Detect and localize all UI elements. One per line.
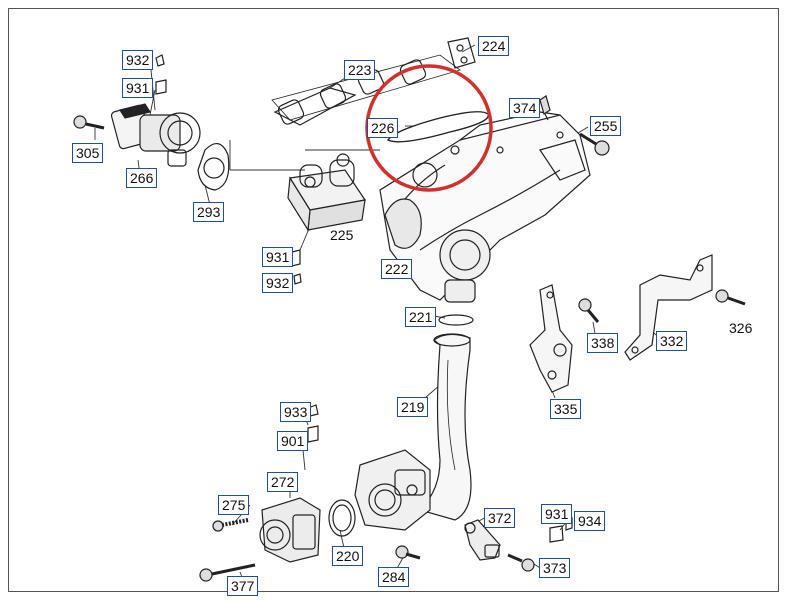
label-223: 223 [344,60,376,80]
bolt-255 [579,132,610,156]
label-373: 373 [539,558,571,578]
intake-manifold [379,111,591,303]
label-932-mid: 932 [262,273,294,293]
housing-272 [354,449,431,531]
label-372: 372 [484,508,516,528]
label-931-bottom: 931 [541,504,573,524]
label-275: 275 [218,495,250,515]
gasket-293 [197,143,230,191]
label-293: 293 [193,202,225,222]
sensor-372 [464,519,501,561]
pipe-219 [418,333,472,521]
label-222: 222 [381,259,413,279]
label-272: 272 [267,472,299,492]
intake-gasket-223 [271,54,461,126]
label-284: 284 [378,567,410,587]
screw-275 [212,518,249,532]
label-374: 374 [509,98,541,118]
label-931-mid: 931 [262,247,294,267]
label-931-top: 931 [122,78,154,98]
actuator-225 [287,153,367,232]
bracket-332 [624,254,713,361]
bolt-373 [507,553,535,572]
diagram-frame [8,8,779,592]
label-305: 305 [72,143,104,163]
label-332: 332 [656,331,688,351]
bolt-326 [715,289,746,306]
label-934: 934 [574,511,606,531]
label-326: 326 [729,320,753,336]
bracket-335 [529,284,573,393]
bolt-284 [395,545,421,560]
label-266: 266 [126,168,158,188]
label-220: 220 [332,546,364,566]
label-255: 255 [590,116,622,136]
o-ring-221 [438,314,474,326]
label-224: 224 [478,36,510,56]
label-225: 225 [330,227,354,243]
bolt-338 [578,298,600,323]
gasket-224 [447,37,476,69]
bolt-305 [73,115,105,130]
label-932-top: 932 [122,50,154,70]
label-377: 377 [227,576,259,596]
egr-valve-266 [110,103,201,167]
bolt-377 [199,563,256,582]
sensor-374 [539,95,551,121]
label-226: 226 [367,118,399,138]
label-335: 335 [550,399,582,419]
label-901: 901 [277,431,309,451]
label-338: 338 [587,333,619,353]
label-219: 219 [397,397,429,417]
label-933: 933 [280,402,312,422]
label-221: 221 [405,307,437,327]
o-ring-220 [328,499,356,537]
actuator-left [259,497,321,563]
